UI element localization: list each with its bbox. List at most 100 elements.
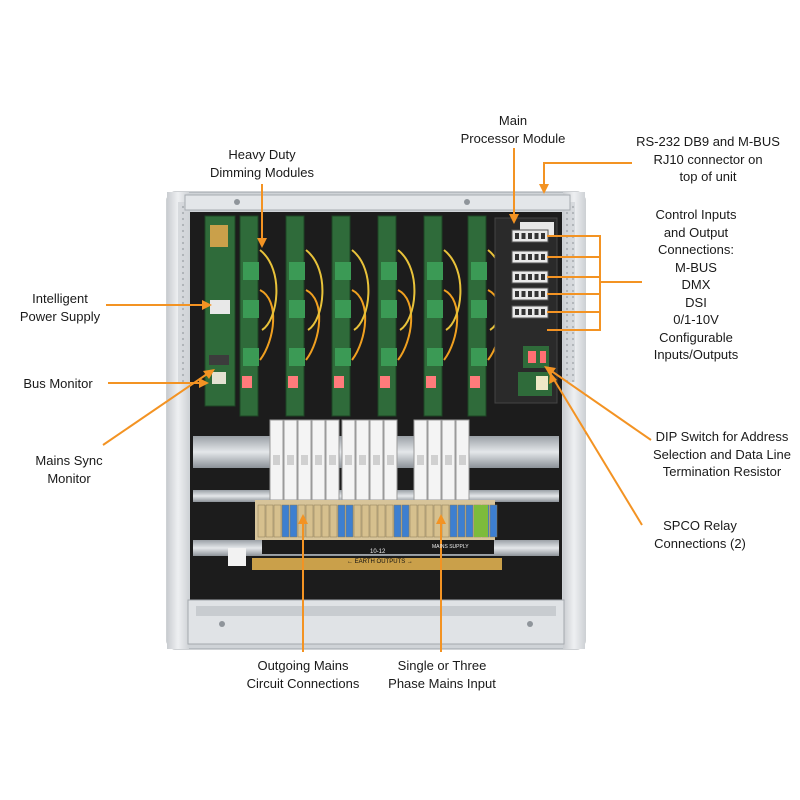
terminal (257, 504, 266, 538)
leader-control-io (547, 235, 642, 331)
label-line: SPCO Relay (663, 518, 737, 533)
module-wire (305, 249, 324, 331)
module-connector (381, 348, 397, 366)
module-connector (243, 300, 259, 318)
leader-rs232 (543, 162, 632, 188)
io-terminal-screw (521, 233, 526, 239)
arrowhead-mains-sync (203, 369, 215, 379)
module-dip-switch (334, 376, 344, 388)
leader-mains-sync (102, 371, 211, 446)
terminal (353, 504, 362, 538)
arrowhead-heavy-duty (257, 238, 267, 248)
module-connector (243, 262, 259, 280)
io-terminal-screw (515, 233, 519, 239)
label-control-io: Control Inputs and Output Connections: M… (654, 206, 739, 364)
label-line: Connections: (658, 242, 734, 257)
io-terminal-screw (541, 274, 545, 280)
terminal (449, 504, 458, 538)
module-connector (427, 300, 443, 318)
label-line: Main (498, 113, 528, 128)
breaker-toggle (329, 455, 336, 465)
module-connector (335, 262, 351, 280)
label-line: Connections (2) (654, 535, 746, 551)
io-terminal-screw (528, 274, 532, 280)
module-dip-switch (288, 376, 298, 388)
arrowhead-dip-switch (544, 366, 556, 376)
io-terminal-screw (528, 233, 532, 239)
module-wire (259, 289, 275, 361)
module-wire (443, 249, 462, 331)
label-line: M-BUS (675, 259, 717, 275)
module-connector (427, 262, 443, 280)
io-terminal-screw (534, 254, 539, 260)
module-connector (289, 300, 305, 318)
label-power-supply: Intelligent Power Supply (20, 290, 100, 325)
arrowhead-spco (549, 372, 557, 384)
label-line: Phase Mains Input (388, 675, 496, 691)
io-terminal-screw (541, 254, 545, 260)
label-line: Outgoing Mains (257, 658, 349, 673)
terminal (409, 504, 418, 538)
terminal (321, 504, 330, 538)
label-line: DIP Switch for Address (655, 429, 789, 444)
terminal (393, 504, 402, 538)
module-connector (471, 300, 487, 318)
terminal (289, 504, 298, 538)
label-line: Intelligent (32, 291, 88, 306)
module-connector (335, 300, 351, 318)
module-wire (397, 289, 413, 361)
label-bus-monitor: Bus Monitor (23, 375, 92, 393)
breaker-toggle (345, 455, 352, 465)
io-terminal-screw (541, 309, 545, 315)
label-main-processor: Main Processor Module (461, 112, 566, 147)
module-connector (381, 300, 397, 318)
arrowhead-bus-monitor (199, 378, 209, 388)
breaker-toggle (417, 455, 424, 465)
io-terminal-screw (521, 291, 526, 297)
module-wire (305, 289, 321, 361)
label-rs232: RS-232 DB9 and M-BUS RJ10 connector on t… (636, 133, 780, 186)
label-line: Configurable (659, 329, 733, 345)
module-wire (397, 249, 416, 331)
io-terminal-screw (521, 254, 526, 260)
arrowhead-phase (436, 514, 446, 524)
mains-supply-print: MAINS SUPPLY (432, 544, 469, 550)
module-connector (381, 262, 397, 280)
terminal (369, 504, 378, 538)
label-line: Selection and Data Line (652, 446, 792, 462)
label-line: top of unit (679, 169, 737, 184)
label-line: DMX (681, 277, 711, 292)
io-terminal-screw (541, 233, 545, 239)
label-spco: SPCO Relay Connections (2) (654, 517, 746, 552)
label-line: DSI (685, 294, 707, 310)
circuit-breakers (269, 419, 470, 501)
module-connector (335, 348, 351, 366)
breaker-toggle (315, 455, 322, 465)
module-connector (471, 348, 487, 366)
module-wire (259, 249, 278, 331)
arrowhead-power-supply (202, 300, 212, 310)
module-connector (289, 348, 305, 366)
terminal-strip (228, 500, 502, 570)
terminal (329, 504, 338, 538)
leader-spco (552, 377, 643, 526)
label-line: RJ10 connector on (653, 151, 763, 167)
label-line: Circuit Connections (246, 675, 360, 691)
terminal (345, 504, 354, 538)
io-terminal-screw (515, 291, 519, 297)
label-line: Inputs/Outputs (653, 347, 739, 362)
earth-outputs-print: ← EARTH OUTPUTS → (347, 559, 413, 565)
label-line: Power Supply (19, 308, 101, 324)
terminal (457, 504, 466, 538)
breaker-toggle (301, 455, 308, 465)
circuit-range-print: 10-12 (370, 549, 386, 555)
label-line: Processor Module (460, 130, 566, 146)
io-terminal-screw (515, 254, 519, 260)
module-dip-switch (470, 376, 480, 388)
label-line: Dimming Modules (209, 164, 315, 180)
io-terminal-screw (515, 309, 519, 315)
dimming-modules (239, 215, 506, 417)
